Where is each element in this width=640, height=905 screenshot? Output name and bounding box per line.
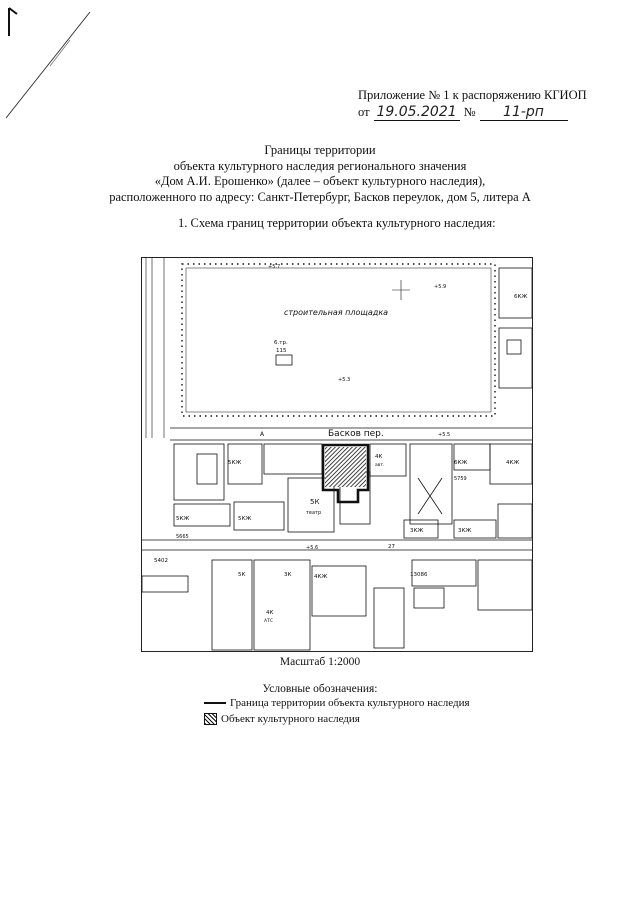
heritage-object-hatch bbox=[325, 447, 366, 487]
title-line-1: Границы территории bbox=[264, 143, 376, 157]
svg-text:5759: 5759 bbox=[454, 476, 467, 482]
section-1-heading: 1. Схема границ территории объекта культ… bbox=[178, 216, 496, 230]
title-line-4: расположенного по адресу: Санкт-Петербур… bbox=[109, 189, 531, 204]
svg-text:А: А bbox=[260, 431, 265, 438]
handwritten-date: 19.05.2021 bbox=[373, 104, 460, 121]
svg-text:5КЖ: 5КЖ bbox=[176, 516, 189, 522]
middle-block-buildings bbox=[173, 443, 532, 539]
svg-text:4К: 4К bbox=[375, 454, 382, 460]
heritage-boundary bbox=[321, 443, 370, 504]
svg-text:АТС: АТС bbox=[264, 618, 273, 624]
construction-site-fence bbox=[181, 263, 496, 417]
svg-text:4КЖ: 4КЖ bbox=[506, 460, 519, 466]
svg-text:6КЖ: 6КЖ bbox=[454, 460, 467, 466]
svg-text:3КЖ: 3КЖ bbox=[458, 528, 471, 534]
svg-text:5665: 5665 bbox=[176, 534, 189, 540]
svg-text:+5.3: +5.3 bbox=[338, 377, 350, 383]
title-line-2: объекта культурного наследия регионально… bbox=[173, 158, 467, 173]
legend-boundary: Граница территории объекта культурного н… bbox=[204, 697, 470, 709]
svg-text:авт.: авт. bbox=[375, 463, 384, 468]
number-label: № bbox=[463, 105, 476, 119]
demolished-cross bbox=[417, 477, 443, 515]
map-scale: Масштаб 1:2000 bbox=[279, 656, 361, 668]
handwritten-marks bbox=[5, 7, 91, 119]
legend-boundary-label: Граница территории объекта культурного н… bbox=[230, 697, 470, 709]
handwritten-number: 11-рп bbox=[479, 104, 568, 121]
svg-text:13086: 13086 bbox=[410, 572, 428, 578]
svg-text:6КЖ: 6КЖ bbox=[514, 294, 527, 300]
survey-crosshair bbox=[392, 280, 410, 300]
appendix-header: Приложение № 1 к распоряжению КГИОП от 1… bbox=[358, 87, 587, 121]
svg-text:5КЖ: 5КЖ bbox=[238, 516, 251, 522]
svg-text:5КЖ: 5КЖ bbox=[228, 460, 241, 466]
svg-text:4КЖ: 4КЖ bbox=[314, 574, 327, 580]
svg-text:3КЖ: 3КЖ bbox=[410, 528, 423, 534]
street-baskov bbox=[170, 427, 532, 441]
building-6tr: 6.тр. bbox=[274, 340, 288, 346]
svg-text:27: 27 bbox=[388, 544, 395, 550]
map-edge-lines bbox=[145, 258, 165, 438]
appendix-title: Приложение № 1 к распоряжению КГИОП bbox=[358, 88, 587, 102]
svg-text:+5.7: +5.7 bbox=[268, 264, 280, 270]
svg-text:5К: 5К bbox=[238, 572, 245, 578]
svg-text:5К: 5К bbox=[310, 498, 319, 506]
map-svg: строительная площадка +5.7 +5.9 +5.3 6.т… bbox=[142, 258, 532, 651]
construction-site-label: строительная площадка bbox=[284, 308, 388, 317]
legend-title: Условные обозначения: bbox=[262, 683, 378, 695]
legend-heritage: Объект культурного наследия bbox=[204, 713, 360, 725]
svg-text:4К: 4К bbox=[266, 610, 273, 616]
svg-text:+5.6: +5.6 bbox=[306, 545, 318, 551]
bottom-block-buildings bbox=[142, 559, 532, 651]
document-title: Границы территории объекта культурного н… bbox=[0, 143, 640, 205]
legend-heritage-label: Объект культурного наследия bbox=[221, 713, 360, 725]
svg-text:театр: театр bbox=[306, 510, 321, 516]
title-line-3: «Дом А.И. Ерошенко» (далее – объект куль… bbox=[154, 174, 486, 188]
boundary-map: строительная площадка +5.7 +5.9 +5.3 6.т… bbox=[141, 257, 533, 652]
street-label: Басков пер. bbox=[328, 429, 384, 439]
svg-text:+5.9: +5.9 bbox=[434, 284, 446, 290]
svg-text:+5.5: +5.5 bbox=[438, 432, 450, 438]
boundary-line-symbol bbox=[204, 702, 226, 704]
right-upper-blocks bbox=[498, 267, 532, 389]
svg-text:5402: 5402 bbox=[154, 558, 168, 564]
building-115: 115 bbox=[276, 348, 287, 354]
svg-text:3К: 3К bbox=[284, 572, 291, 578]
date-label: от bbox=[358, 105, 370, 119]
hatch-symbol bbox=[204, 713, 217, 725]
